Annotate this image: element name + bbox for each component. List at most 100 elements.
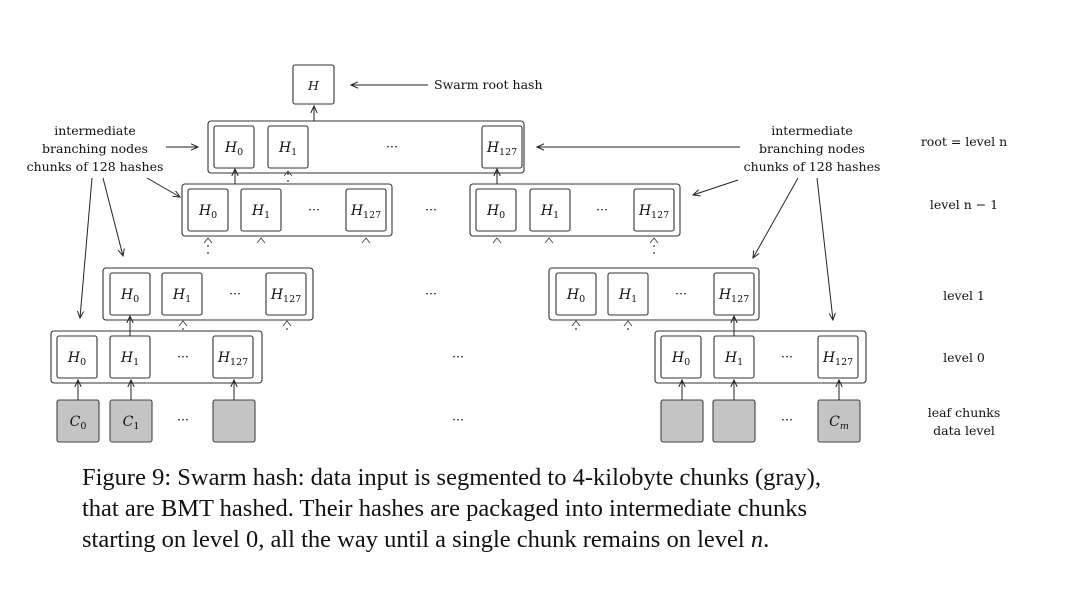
ellipsis: ···: [177, 412, 189, 427]
level-label-leaf: leaf chunks: [928, 405, 1001, 420]
intermediate-label-left: intermediate branching nodes chunks of 1…: [27, 123, 164, 174]
continuation-dot: [627, 328, 629, 330]
annot-arrow: [80, 177, 93, 318]
caption-line-1: Figure 9: Swarm hash: data input is segm…: [82, 464, 821, 491]
hash-label-h127: H127: [822, 350, 853, 368]
hash-label-h1: H1: [120, 350, 139, 368]
hash-label-h0: H0: [486, 203, 505, 221]
intermediate-label-right: intermediate branching nodes chunks of 1…: [744, 123, 881, 174]
level-label-root: root = level n: [921, 134, 1007, 149]
annot-arrow: [753, 177, 799, 258]
hash-label-h1: H1: [278, 140, 297, 158]
continuation-dot: [207, 252, 209, 254]
chunk-frame: [654, 330, 867, 384]
hash-label-h1: H1: [540, 203, 559, 221]
dotted-arrow-head: [282, 320, 292, 327]
dotted-arrow-head: [256, 237, 266, 244]
continuation-dot: [575, 328, 577, 330]
annot-arrow: [102, 177, 123, 256]
hash-label-h0: H0: [67, 350, 86, 368]
leaf-label-c0: C0: [70, 414, 87, 432]
dotted-arrow-head: [544, 237, 554, 244]
hash-cell: [555, 272, 597, 316]
ellipsis: ···: [386, 139, 398, 154]
hash-label-h1: H1: [724, 350, 743, 368]
ellipsis: ···: [425, 202, 437, 217]
hash-label-h0: H0: [224, 140, 243, 158]
dotted-arrow-head: [492, 237, 502, 244]
hash-label-h1: H1: [251, 203, 270, 221]
ellipsis: ···: [308, 202, 320, 217]
hash-label-h1: H1: [618, 287, 637, 305]
svg-text:branching nodes: branching nodes: [42, 141, 148, 156]
hash-label-h1: H1: [172, 287, 191, 305]
chunk-frame: [548, 267, 760, 321]
annot-arrow: [146, 177, 180, 197]
ellipsis: ···: [781, 349, 793, 364]
level-label-0: level 0: [943, 350, 985, 365]
level-label-n-minus-1: level n − 1: [930, 197, 998, 212]
hash-cell: [265, 272, 307, 316]
level-label-data: data level: [933, 423, 995, 438]
leaf-chunk: [660, 399, 704, 443]
figure-caption: Figure 9: Swarm hash: data input is segm…: [82, 462, 982, 555]
hash-cell: [475, 188, 517, 232]
root-hash-box: [292, 64, 335, 105]
chunk-frame: [207, 120, 525, 174]
hash-label-h127: H127: [486, 140, 517, 158]
continuation-dot: [182, 328, 184, 330]
hash-label-h127: H127: [638, 203, 669, 221]
continuation-dot: [653, 252, 655, 254]
level-label-1: level 1: [943, 288, 985, 303]
leaf-label-cm: Cm: [829, 414, 849, 432]
ellipsis: ···: [675, 286, 687, 301]
ellipsis: ···: [781, 412, 793, 427]
hash-label-h127: H127: [270, 287, 301, 305]
hash-cell: [481, 125, 523, 169]
level-labels: root = level n level n − 1 level 1 level…: [921, 134, 1007, 438]
hash-label-h0: H0: [120, 287, 139, 305]
continuation-dot: [207, 245, 209, 247]
dotted-arrow-head: [178, 320, 188, 327]
ellipsis: ···: [229, 286, 241, 301]
hash-cell: [240, 188, 282, 232]
chunk-frame: [181, 183, 393, 237]
hash-cell: [161, 272, 203, 316]
ellipsis: ···: [452, 412, 464, 427]
continuation-dot: [653, 245, 655, 247]
hash-cell: [345, 188, 387, 232]
hash-cell: [187, 188, 229, 232]
level-1-group-left: H0 H1 H127 ···: [102, 267, 314, 321]
annot-arrow: [816, 177, 833, 320]
continuation-dot: [287, 173, 289, 175]
continuation-dot: [287, 180, 289, 182]
dotted-arrow-head: [571, 320, 581, 327]
leaf-label-c1: C1: [123, 414, 140, 432]
root-hash-label: H: [307, 78, 320, 93]
dotted-arrow-head: [623, 320, 633, 327]
caption-line-3: starting on level 0, all the way until a…: [82, 526, 770, 553]
ellipsis: ···: [452, 349, 464, 364]
hash-label-h127: H127: [350, 203, 381, 221]
hash-cell: [529, 188, 571, 232]
dotted-arrow-head: [203, 237, 213, 244]
root-chunk-group: H0 H1 H127 ···: [207, 120, 525, 174]
chunk-frame: [102, 267, 314, 321]
hash-label-h127: H127: [217, 350, 248, 368]
svg-text:intermediate: intermediate: [771, 123, 853, 138]
dotted-arrow-head: [649, 237, 659, 244]
svg-text:branching nodes: branching nodes: [759, 141, 865, 156]
level-1-group-right: H0 H1 H127 ···: [548, 267, 760, 321]
ellipsis: ···: [596, 202, 608, 217]
hash-label-h127: H127: [718, 287, 749, 305]
hash-cell: [607, 272, 649, 316]
hash-cell: [660, 335, 702, 379]
chunk-frame: [50, 330, 263, 384]
hash-label-h0: H0: [566, 287, 585, 305]
dotted-arrow-head: [283, 170, 293, 177]
svg-text:chunks of 128 hashes: chunks of 128 hashes: [744, 159, 881, 174]
